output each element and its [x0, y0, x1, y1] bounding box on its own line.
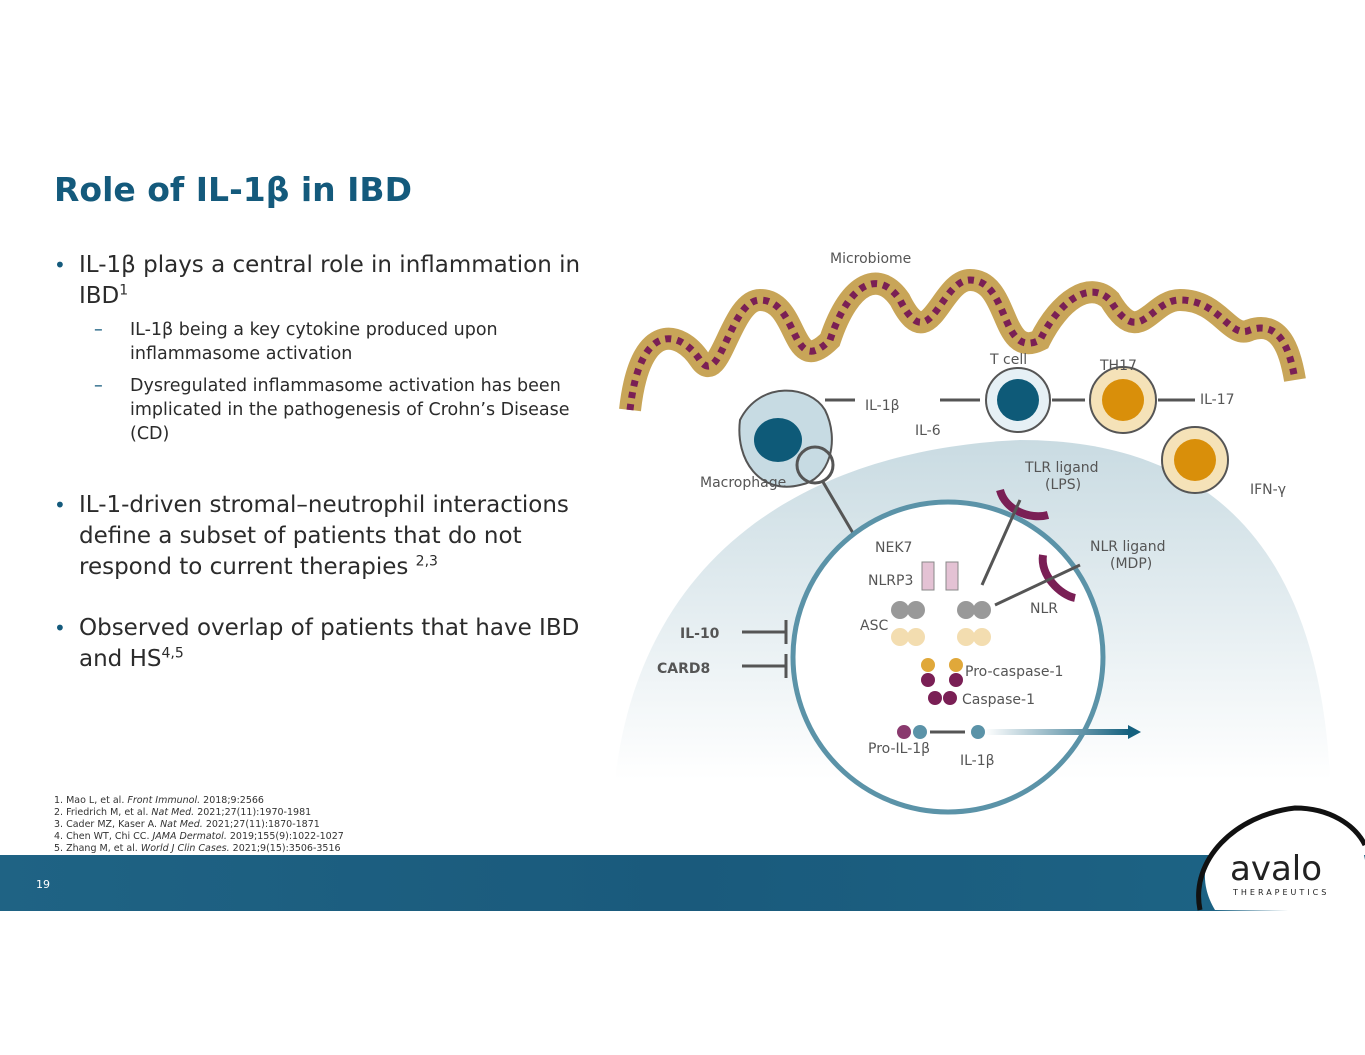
label-mdp: (MDP): [1110, 556, 1152, 572]
logo-wordmark: avalo: [1230, 849, 1322, 889]
label-tlr-ligand: TLR ligand: [1024, 460, 1099, 476]
label-microbiome: Microbiome: [830, 251, 911, 267]
inhibition-marks: [742, 620, 788, 678]
label-caspase-1: Caspase-1: [962, 692, 1035, 708]
label-card8: CARD8: [657, 661, 710, 677]
sub-bullet-1: IL-1β being a key cytokine produced upon…: [54, 318, 594, 366]
label-nek7: NEK7: [875, 540, 912, 556]
bullet-3: Observed overlap of patients that have I…: [54, 613, 594, 675]
bullet-list: IL-1β plays a central role in inflammati…: [54, 250, 594, 681]
secretion-arrow: [985, 729, 1130, 735]
label-il1b-out: IL-1β: [960, 753, 995, 769]
avalo-logo: avalo THERAPEUTICS: [1196, 805, 1365, 912]
label-nlrp3: NLRP3: [868, 573, 913, 589]
bullet-1: IL-1β plays a central role in inflammati…: [54, 250, 594, 312]
label-nlr: NLR: [1030, 601, 1058, 617]
intestinal-villi: [619, 268, 1306, 412]
label-il17: IL-17: [1200, 392, 1235, 408]
label-il10: IL-10: [680, 626, 720, 642]
label-macrophage: Macrophage: [700, 475, 786, 491]
sub-bullet-2: Dysregulated inflammasome activation has…: [54, 374, 594, 446]
label-lps: (LPS): [1045, 477, 1081, 493]
reference-1: 1. Mao L, et al. Front Immunol. 2018;9:2…: [54, 795, 264, 806]
reference-2: 2. Friedrich M, et al. Nat Med. 2021;27(…: [54, 807, 312, 818]
label-pro-il1b: Pro-IL-1β: [868, 741, 930, 757]
logo-subtitle: THERAPEUTICS: [1232, 888, 1329, 897]
inflammasome-cell: [790, 499, 1106, 815]
label-asc: ASC: [860, 618, 888, 634]
page-title: Role of IL-1β in IBD: [54, 170, 412, 209]
label-nlr-ligand: NLR ligand: [1090, 539, 1165, 555]
reference-4: 4. Chen WT, Chi CC. JAMA Dermatol. 2019;…: [54, 831, 344, 842]
macrophage-cell: [738, 389, 833, 488]
reference-5: 5. Zhang M, et al. World J Clin Cases. 2…: [54, 843, 341, 854]
label-ifng: IFN-γ: [1250, 482, 1286, 498]
page-number: 19: [36, 878, 50, 891]
reference-3: 3. Cader MZ, Kaser A. Nat Med. 2021;27(1…: [54, 819, 320, 830]
references: 1. Mao L, et al. Front Immunol. 2018;9:2…: [54, 795, 344, 855]
label-th17: TH17: [1099, 358, 1137, 374]
label-il6: IL-6: [915, 423, 941, 439]
footer-band: [0, 855, 1365, 911]
bullet-2: IL-1-driven stromal–neutrophil interacti…: [54, 490, 594, 583]
label-t-cell: T cell: [989, 352, 1027, 368]
label-il1b: IL-1β: [865, 398, 900, 414]
label-pro-caspase-1: Pro-caspase-1: [965, 664, 1063, 680]
